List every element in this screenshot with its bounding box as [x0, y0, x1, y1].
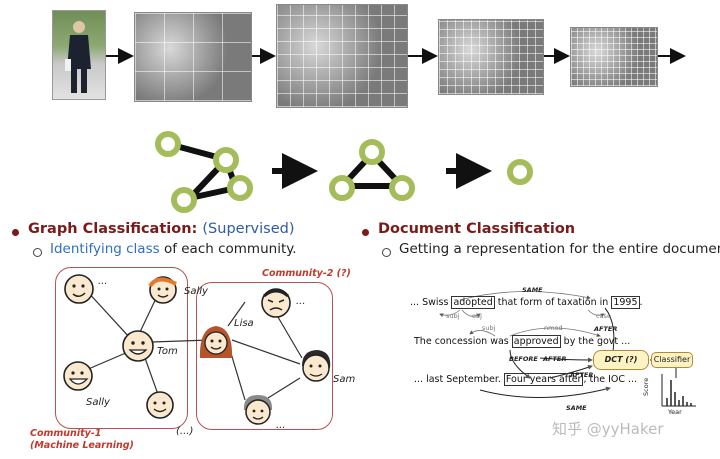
edge-label-same-bottom: SAME	[566, 404, 587, 412]
node-icon	[329, 175, 355, 201]
word-box-1995: 1995	[611, 296, 640, 309]
plot-ylabel: Score	[642, 377, 650, 396]
feature-map-layer-4	[570, 27, 658, 87]
edge-label-obj: obj	[472, 312, 482, 320]
feature-map-layer-1	[134, 12, 252, 102]
face-icon-sally-bottom	[63, 361, 93, 391]
classifier-node: Classifier	[651, 352, 693, 368]
face-icon-tom	[122, 330, 154, 362]
graph-3-nodes	[329, 139, 415, 201]
name-lisa: Lisa	[234, 318, 254, 329]
face-icon-sally-top	[148, 276, 177, 304]
document-line-1: ... Swiss adopted that form of taxation …	[410, 296, 643, 309]
document-dependency-edges	[439, 291, 677, 398]
edge-label-subj-1: subj	[446, 312, 460, 320]
face-icon-top-right	[261, 288, 291, 318]
face-icon-sam	[302, 350, 331, 382]
face-icon-lisa	[199, 326, 233, 358]
word-box-four-years-after: Four years after	[503, 373, 584, 386]
edge-label-subj-2: subj	[482, 324, 496, 332]
subpoint-rest: of each community.	[159, 241, 297, 257]
name-dots-top-left: ...	[98, 276, 108, 287]
node-icon	[227, 175, 253, 201]
name-dots-top-right: ...	[296, 296, 306, 307]
document-line-2: The concession was approved by the govt …	[414, 335, 631, 348]
input-photo	[52, 10, 106, 100]
dct-node: DCT (?)	[593, 350, 649, 370]
node-icon	[155, 131, 181, 157]
community-network	[85, 289, 303, 401]
community-1-box	[55, 267, 188, 429]
graph-pooling-row	[155, 131, 533, 213]
graph-4-nodes	[155, 131, 253, 213]
document-classification-heading: Document Classification	[378, 221, 576, 237]
community-2-label: Community-2 (?)	[262, 268, 351, 279]
word-box-adopted: adopted	[451, 296, 495, 309]
edge-label-case: case	[596, 312, 611, 320]
watermark-text: 知乎 @yyHaker	[552, 420, 664, 438]
subpoint-highlight: Identifying class	[50, 241, 160, 257]
score-histogram	[661, 374, 696, 407]
sub-bullet-icon	[33, 248, 42, 257]
name-sam: Sam	[333, 374, 356, 385]
name-sally-top: Sally	[184, 286, 208, 297]
graph-classification-title: Graph Classification:	[28, 221, 198, 237]
node-icon	[213, 147, 239, 173]
bullet-icon	[362, 229, 369, 236]
feature-map-layer-3	[438, 19, 544, 95]
name-dots-bottom-right: ...	[276, 420, 286, 431]
name-dots-outside: (...)	[176, 426, 194, 437]
edge-label-same-top: SAME	[522, 286, 543, 294]
name-tom: Tom	[157, 346, 178, 357]
edge-label-before: BEFORE	[509, 355, 538, 363]
name-sally-bottom: Sally	[86, 397, 110, 408]
person-silhouette-icon	[65, 21, 91, 93]
edge-label-nmod: nmod	[544, 324, 563, 332]
community-1-sublabel: (Machine Learning)	[30, 440, 134, 451]
face-icon-bottom-right	[243, 395, 273, 425]
node-icon	[171, 187, 197, 213]
edge-label-after-3: AFTER	[570, 371, 594, 379]
document-classification-subpoint: Getting a representation for the entire …	[399, 241, 720, 257]
community-2-box	[196, 282, 333, 430]
document-line-3: ... last September. Four years after, th…	[414, 373, 638, 386]
community-1-label: Community-1	[30, 428, 102, 439]
graph-classification-qualifier: (Supervised)	[202, 221, 295, 237]
bullet-icon	[12, 229, 19, 236]
node-icon	[359, 139, 385, 165]
face-icon-top-left	[64, 274, 94, 304]
node-icon	[389, 175, 415, 201]
face-icon-bottom-center	[146, 391, 174, 419]
graph-classification-subpoint: Identifying class of each community.	[50, 241, 297, 257]
word-box-approved: approved	[511, 335, 561, 348]
pipeline-arrows	[106, 48, 686, 64]
feature-map-layer-2	[276, 4, 408, 108]
edge-label-after-1: AFTER	[594, 325, 618, 333]
sub-bullet-icon	[382, 248, 391, 257]
plot-xlabel: Year	[668, 408, 682, 416]
edge-label-after-2: AFTER	[543, 355, 567, 363]
single-node-icon	[507, 159, 533, 185]
graph-classification-heading: Graph Classification: (Supervised)	[28, 221, 294, 237]
